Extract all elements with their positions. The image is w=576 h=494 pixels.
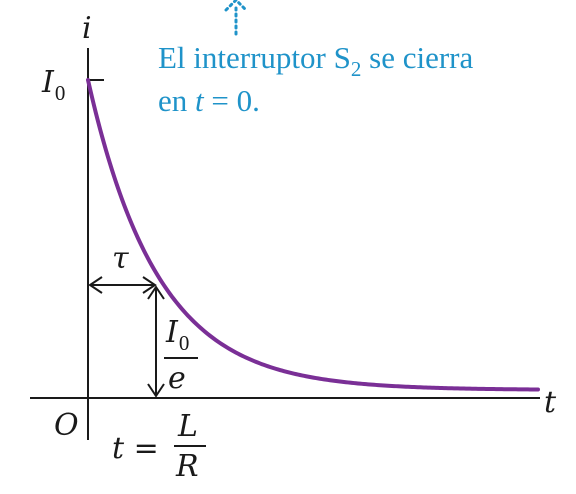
tau-label: τ: [112, 241, 129, 276]
value-denominator: e: [168, 361, 186, 396]
tau-arrow: [88, 276, 157, 294]
value-arrow: [147, 285, 165, 398]
decay-curve: [86, 78, 540, 392]
y-axis-label: i: [82, 11, 92, 46]
time-constant-formula: t = L R: [112, 409, 206, 484]
time-constant-denominator: R: [175, 449, 199, 484]
time-constant-lhs: t =: [112, 431, 159, 466]
value-numerator: I0: [165, 315, 189, 355]
x-axis-label: t: [544, 385, 557, 420]
annotation-line-2: en t = 0.: [158, 83, 260, 118]
origin-label: O: [54, 408, 79, 443]
value-fraction: I0 e: [164, 315, 198, 396]
annotation-pointer: [224, 0, 248, 36]
initial-current-label: I0: [41, 65, 65, 105]
time-constant-numerator: L: [177, 409, 198, 444]
annotation-line-1: El interruptor S2 se cierra: [158, 40, 473, 81]
